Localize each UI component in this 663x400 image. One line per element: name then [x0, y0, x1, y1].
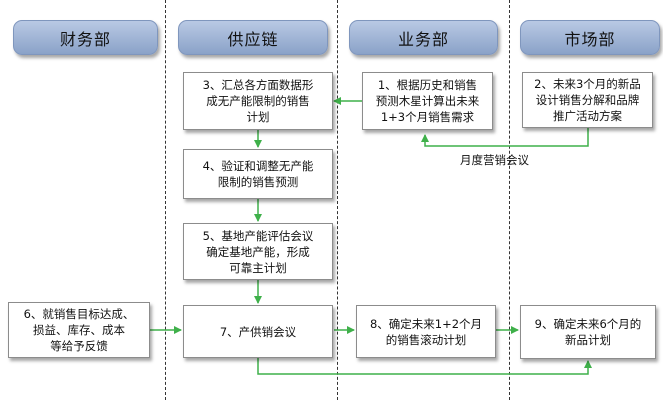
process-box-5-line-2: 确定基地产能，形成 — [206, 244, 310, 259]
column-header-supply-label: 供应链 — [227, 29, 279, 49]
column-header-business-label: 业务部 — [397, 29, 449, 49]
process-box-1-line-2: 预测木星计算出未来 — [375, 94, 480, 108]
column-header-market-label: 市场部 — [564, 29, 616, 49]
process-box-3-line-1: 3、汇总各方面数据形 — [202, 78, 314, 92]
column-header-market: 市场部 — [520, 20, 660, 55]
process-box-9: 9、确定未来6个月的 新品计划 — [520, 305, 656, 359]
arrow-7-to-9 — [257, 358, 592, 375]
column-header-finance-label: 财务部 — [59, 29, 111, 49]
process-box-8-line-2: 的销售滚动计划 — [385, 332, 467, 347]
process-box-2-line-2: 设计销售分解和品牌 — [535, 93, 640, 107]
column-header-supply: 供应链 — [178, 20, 328, 55]
process-box-1-line-3: 1+3个月销售需求 — [380, 110, 475, 124]
process-box-4: 4、验证和调整无产能 限制的销售预测 — [183, 149, 333, 199]
process-box-6-line-2: 损益、库存、成本 — [33, 323, 125, 337]
process-box-4-line-1: 4、验证和调整无产能 — [202, 159, 314, 173]
process-box-6: 6、就销售目标达成、 损益、库存、成本 等给予反馈 — [8, 302, 150, 358]
process-box-9-line-1: 9、确定未来6个月的 — [534, 317, 642, 331]
column-header-business: 业务部 — [349, 20, 498, 55]
process-box-3-line-2: 成无产能限制的销售 — [206, 94, 310, 108]
process-box-8: 8、确定未来1+2个月 的销售滚动计划 — [356, 305, 496, 358]
process-box-7-line-1: 7、产供销会议 — [219, 324, 297, 339]
process-box-2-line-3: 推广活动方案 — [553, 109, 622, 123]
lane-divider-2 — [337, 0, 338, 400]
process-box-3: 3、汇总各方面数据形 成无产能限制的销售 计划 — [183, 72, 333, 130]
process-box-5-line-1: 5、基地产能评估会议 — [202, 228, 314, 243]
column-header-finance: 财务部 — [13, 20, 158, 55]
process-box-3-line-3: 计划 — [246, 110, 270, 124]
process-box-6-line-3: 等给予反馈 — [50, 339, 108, 353]
process-box-2-line-1: 2、未来3个月的新品 — [534, 77, 641, 91]
arrow-2-to-1 — [421, 128, 589, 147]
process-box-1-line-1: 1、根据历史和销售 — [377, 78, 478, 92]
edge-label-monthly-meeting: 月度营销会议 — [460, 153, 529, 167]
lane-divider-3 — [509, 0, 510, 400]
process-box-7: 7、产供销会议 — [183, 305, 333, 358]
process-box-6-line-1: 6、就销售目标达成、 — [23, 307, 135, 321]
process-box-9-line-2: 新品计划 — [565, 333, 611, 347]
process-box-2: 2、未来3个月的新品 设计销售分解和品牌 推广活动方案 — [522, 72, 653, 128]
process-box-5: 5、基地产能评估会议 确定基地产能，形成 可靠主计划 — [183, 223, 333, 280]
process-box-5-line-3: 可靠主计划 — [229, 260, 287, 275]
process-box-8-line-1: 8、确定未来1+2个月 — [369, 316, 483, 331]
process-box-4-line-2: 限制的销售预测 — [217, 175, 299, 189]
lane-divider-1 — [165, 0, 166, 400]
process-box-1: 1、根据历史和销售 预测木星计算出未来 1+3个月销售需求 — [362, 72, 493, 130]
